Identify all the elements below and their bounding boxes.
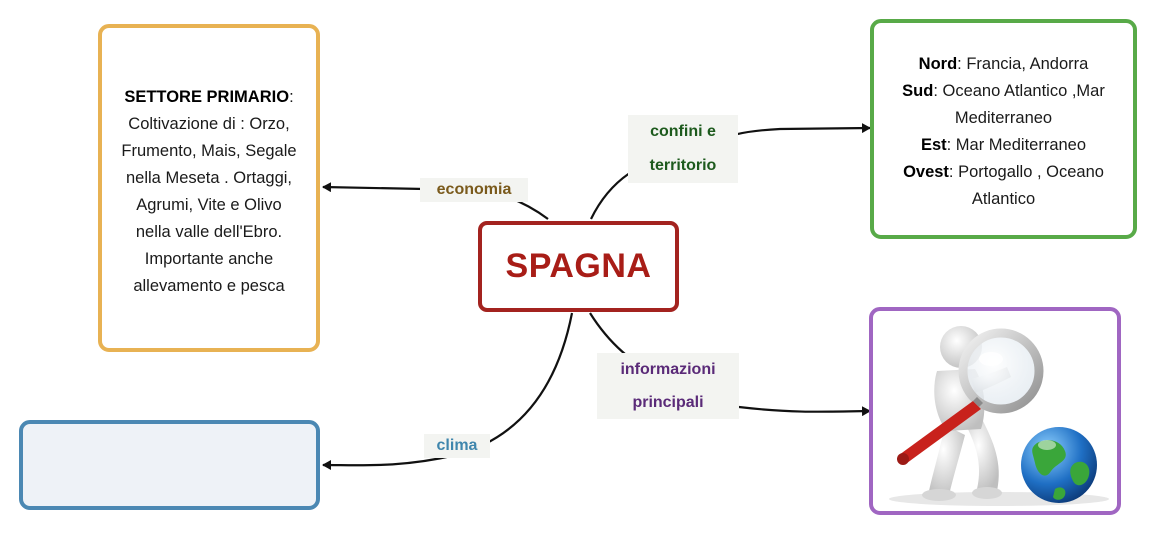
node-economia-settore-primario[interactable]: SETTORE PRIMARIO: Coltivazione di : Orzo… — [98, 24, 320, 352]
ovest-value-continued: Atlantico — [971, 190, 1036, 208]
central-topic-node[interactable]: SPAGNA — [478, 221, 679, 312]
economia-heading: SETTORE PRIMARIO — [124, 88, 290, 106]
nord-key: Nord — [918, 55, 958, 73]
branch-label-confini-territorio[interactable]: confini e territorio — [628, 115, 738, 183]
economia-content: SETTORE PRIMARIO: Coltivazione di : Orzo… — [102, 84, 316, 300]
est-value: : Mar Mediterraneo — [946, 136, 1087, 154]
sud-key: Sud — [902, 82, 934, 100]
node-clima[interactable] — [19, 420, 320, 510]
branch-label-line: confini e — [650, 123, 716, 140]
confini-content: Nord: Francia, Andorra Sud: Oceano Atlan… — [874, 51, 1133, 213]
economia-text-line: nella Meseta . Ortaggi, — [126, 169, 292, 187]
economia-text-line: nella valle dell'Ebro. — [135, 223, 283, 241]
branch-label-clima[interactable]: clima — [424, 434, 490, 458]
economia-text-line: allevamento e pesca — [133, 277, 285, 295]
est-key: Est — [920, 136, 947, 154]
branch-label-line: territorio — [649, 157, 717, 174]
node-confini-territorio[interactable]: Nord: Francia, Andorra Sud: Oceano Atlan… — [870, 19, 1137, 239]
node-informazioni-principali[interactable] — [869, 307, 1121, 515]
economia-text-line: Coltivazione di : Orzo, — [128, 115, 290, 133]
nord-value: : Francia, Andorra — [957, 55, 1089, 73]
economia-text-line: Frumento, Mais, Segale — [121, 142, 297, 160]
branch-label-line: informazioni — [620, 361, 716, 378]
central-topic-title: SPAGNA — [505, 247, 652, 285]
sud-value-continued: Mediterraneo — [954, 109, 1053, 127]
magnifier-figure-globe-icon — [889, 326, 1109, 506]
branch-label-informazioni-principali[interactable]: informazioni principali — [597, 353, 739, 419]
sud-value: : Oceano Atlantico ,Mar — [933, 82, 1105, 100]
economia-text-line: Agrumi, Vite e Olivo — [136, 196, 282, 214]
connector-informazioni — [589, 312, 871, 417]
ovest-key: Ovest — [903, 163, 949, 181]
economia-text-line: Importante anche — [144, 250, 274, 268]
branch-label-economia[interactable]: economia — [420, 178, 528, 202]
ovest-value: : Portogallo , Oceano — [948, 163, 1104, 181]
branch-label-line: principali — [632, 394, 704, 411]
